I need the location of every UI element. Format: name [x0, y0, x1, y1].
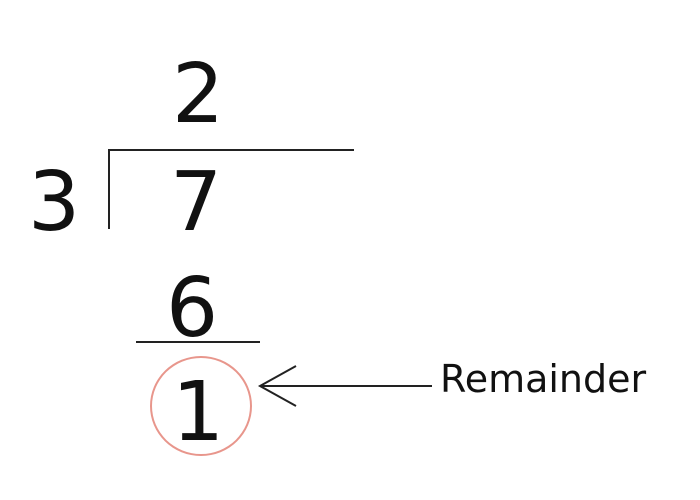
remainder-label: Remainder [440, 357, 647, 401]
divisor-digit: 3 [28, 155, 81, 250]
arrow-left-icon [257, 365, 432, 407]
remainder-digit: 1 [172, 365, 225, 460]
subtraction-line [136, 341, 260, 343]
product-digit: 6 [166, 261, 219, 356]
quotient-digit: 2 [172, 47, 225, 142]
dividend-digit: 7 [170, 155, 223, 250]
remainder-highlight-circle [150, 356, 252, 456]
division-bracket-side [108, 149, 110, 229]
division-bracket-top [108, 149, 354, 151]
